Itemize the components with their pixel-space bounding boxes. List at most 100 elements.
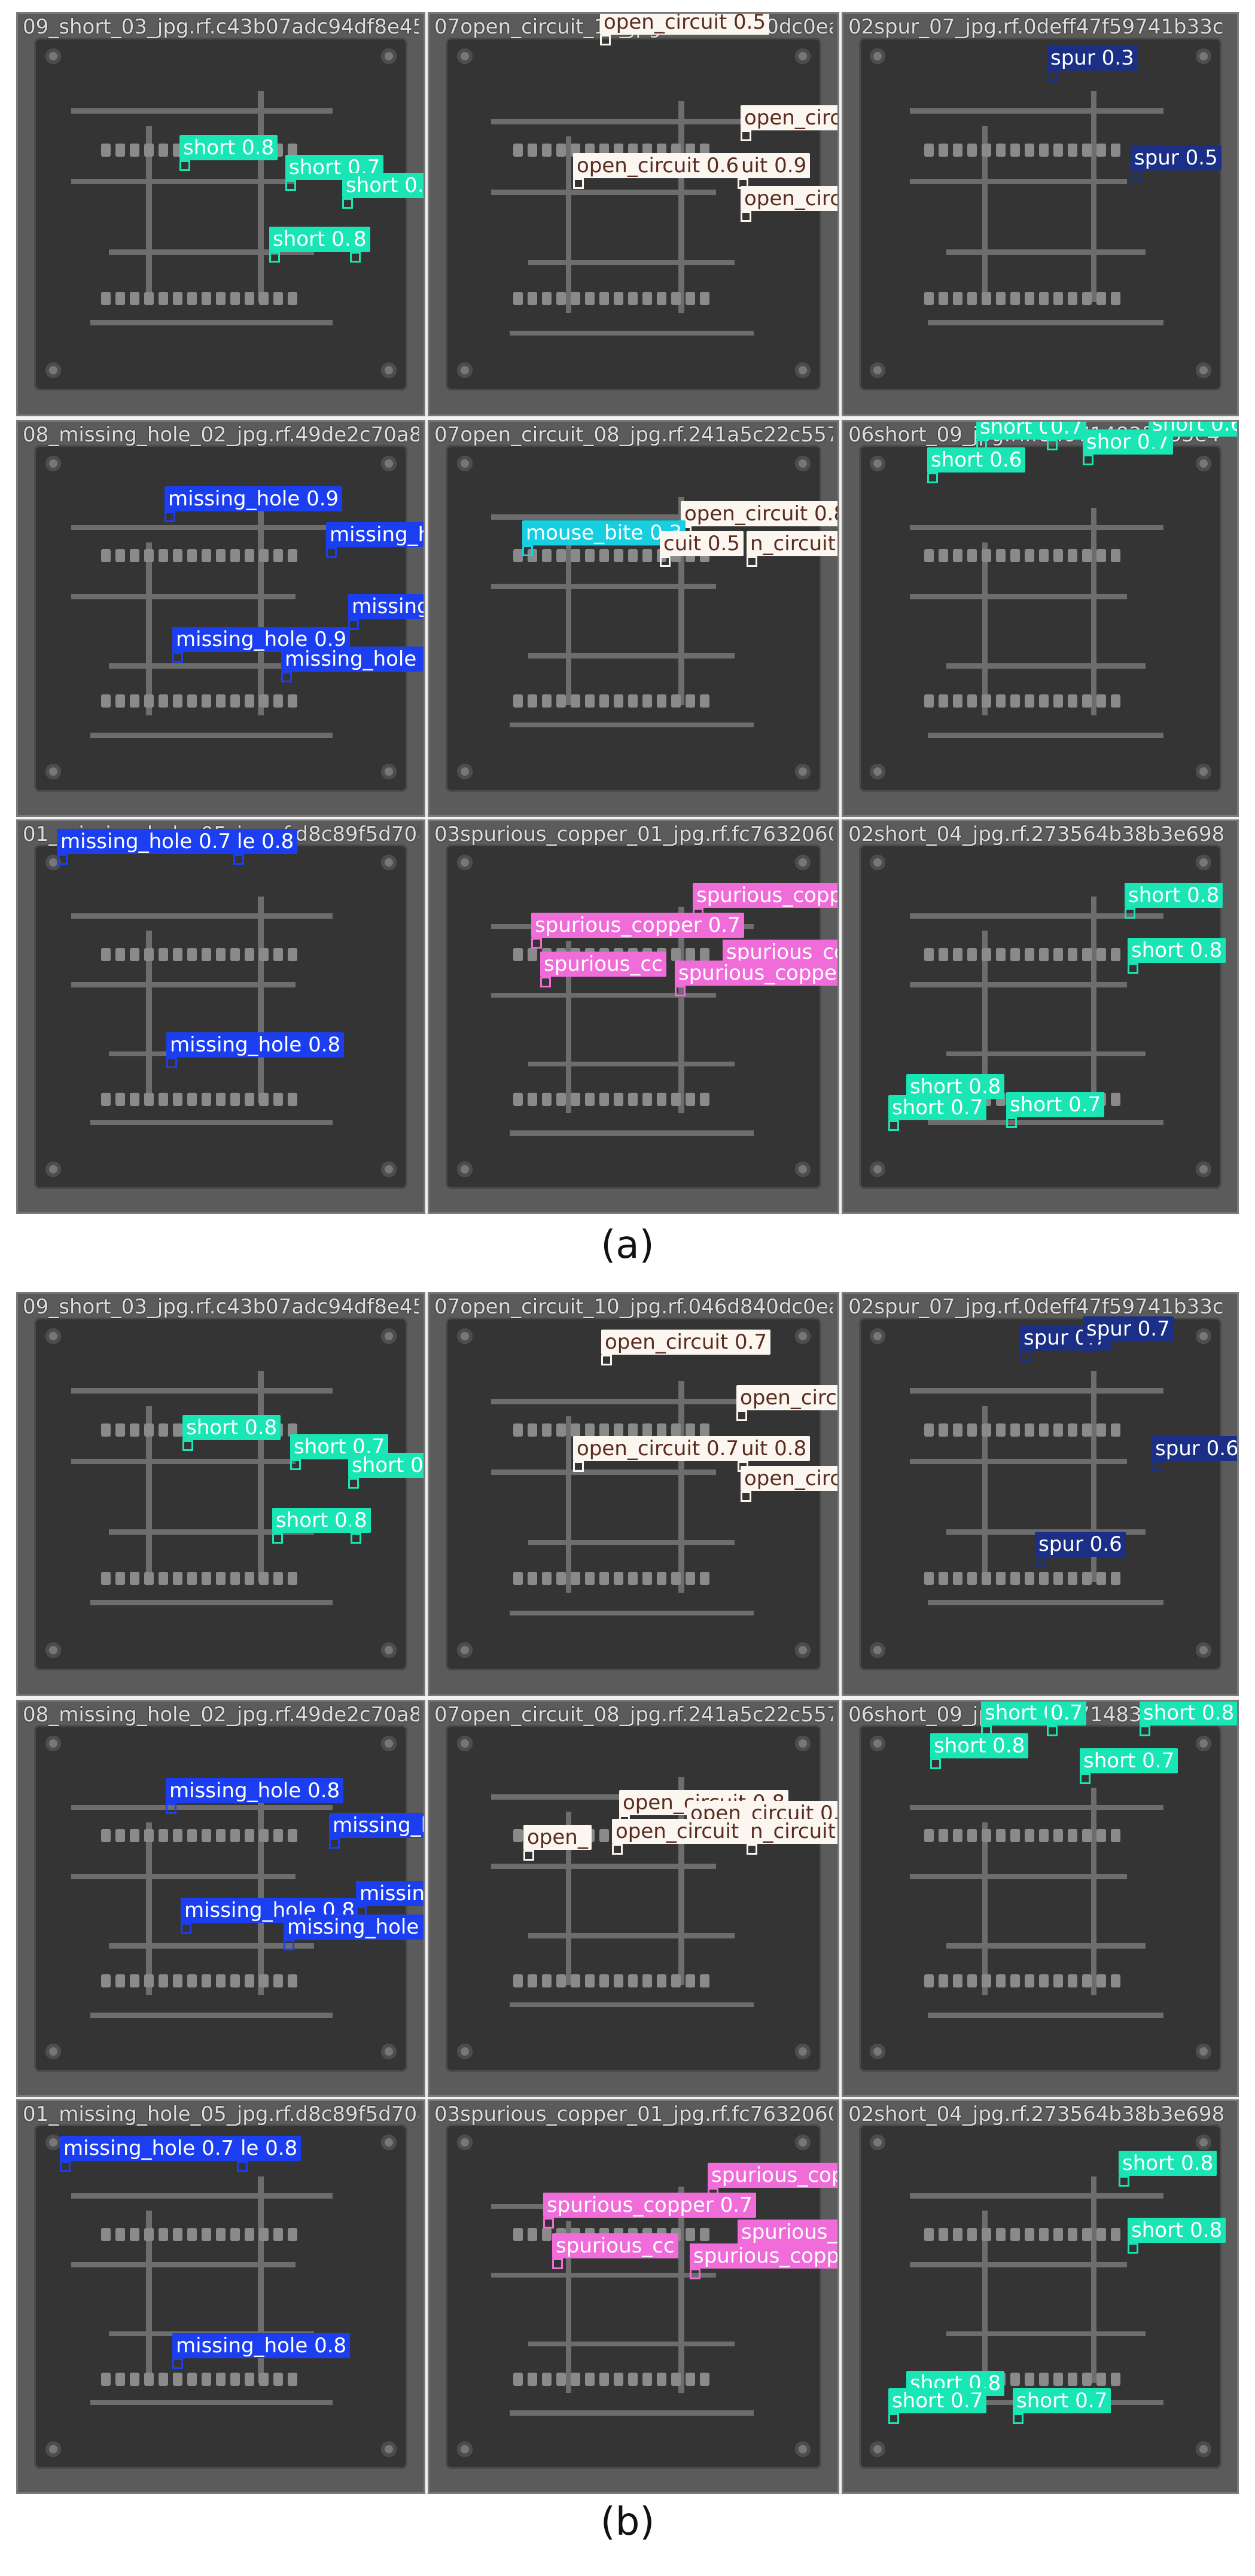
- detection-label-short: 0.7: [1047, 422, 1087, 440]
- bounding-box: [601, 1355, 612, 1365]
- ic-pin: [967, 694, 977, 708]
- ic-pin: [556, 694, 566, 708]
- ic-pin: [982, 1829, 992, 1843]
- ic-pin: [585, 1974, 595, 1988]
- ic-pin: [513, 2372, 523, 2386]
- ic-pin: [671, 694, 681, 708]
- pcb-trace: [146, 2211, 152, 2383]
- bounding-box: [1125, 908, 1135, 919]
- mounting-hole: [457, 1642, 473, 1658]
- ic-pin: [657, 694, 667, 708]
- ic-pin: [599, 291, 610, 305]
- ic-pin: [230, 1092, 240, 1106]
- mounting-hole: [381, 1642, 397, 1658]
- detection-label-missing-hole: missing_hole 0.8: [166, 1032, 345, 1057]
- ic-pin: [1053, 2227, 1064, 2241]
- ic-pin: [1025, 1829, 1035, 1843]
- detection-label-short: 8: [351, 1508, 371, 1533]
- ic-pin: [1010, 1423, 1021, 1437]
- pcb-board: [446, 1318, 821, 1670]
- mounting-hole: [457, 1161, 473, 1177]
- ic-pin: [187, 1974, 197, 1988]
- pcb-trace: [928, 2013, 1163, 2018]
- bounding-box: [281, 672, 292, 682]
- pcb-trace: [71, 594, 296, 600]
- detection-label-short: short 0.6: [927, 447, 1026, 472]
- bounding-box: [1047, 440, 1058, 450]
- ic-pin: [996, 947, 1006, 961]
- pcb-trace: [910, 913, 1163, 919]
- ic-pin: [1053, 947, 1064, 961]
- ic-pin: [159, 1974, 169, 1988]
- pcb-trace: [566, 2221, 572, 2394]
- pcb-trace: [946, 2331, 1146, 2337]
- mounting-hole: [457, 2044, 473, 2060]
- ic-pin: [1039, 2227, 1049, 2241]
- ic-pin: [1039, 694, 1049, 708]
- ic-pin: [528, 2227, 538, 2241]
- ic-pin: [1111, 1092, 1121, 1106]
- bounding-box: [1047, 1726, 1058, 1736]
- bounding-box: [736, 1410, 747, 1421]
- mounting-hole: [870, 2044, 886, 2060]
- pcb-trace: [71, 179, 296, 184]
- ic-pin: [671, 291, 681, 305]
- pcb-trace: [1090, 2176, 1096, 2383]
- mounting-hole: [45, 2441, 61, 2457]
- ic-pin: [628, 2372, 638, 2386]
- bounding-box: [166, 1803, 176, 1814]
- ic-pin: [115, 2227, 126, 2241]
- ic-pin: [288, 2372, 298, 2386]
- ic-pin: [202, 1571, 212, 1585]
- pcb-trace: [71, 108, 333, 114]
- ic-pin: [1010, 549, 1021, 563]
- pcb-trace: [108, 1529, 314, 1535]
- ic-pin: [1068, 2227, 1078, 2241]
- ic-pin: [159, 2227, 169, 2241]
- ic-pin: [130, 947, 140, 961]
- mounting-hole: [870, 1735, 886, 1751]
- ic-pin: [1111, 1571, 1121, 1585]
- pcb-trace: [528, 1539, 735, 1545]
- mounting-hole: [1196, 1642, 1212, 1658]
- ic-pin: [1068, 291, 1078, 305]
- mounting-hole: [794, 2441, 811, 2457]
- detection-label-open-circuit: open_circuit 0.8: [681, 501, 837, 526]
- ic-pin: [571, 549, 581, 563]
- tile-filename: 07open_circuit_10_jpg.rf.046d840dc0ea74: [434, 1295, 833, 1319]
- ic-pin: [1096, 144, 1107, 157]
- ic-pin: [614, 1092, 624, 1106]
- ic-pin: [599, 2372, 610, 2386]
- ic-pin: [1111, 549, 1121, 563]
- mounting-hole: [1196, 2135, 1212, 2151]
- detection-label-missing-hole: le 0.8: [237, 2136, 301, 2161]
- bounding-box: [543, 2218, 554, 2229]
- ic-pin: [288, 1571, 298, 1585]
- ic-pin: [542, 549, 552, 563]
- ic-pin: [585, 1571, 595, 1585]
- tile-grid-a: 09_short_03_jpg.rf.c43b07adc94df8e45e44s…: [16, 12, 1239, 1214]
- ic-pin: [259, 2372, 269, 2386]
- detection-label-open-circuit: open_circuit 0.5: [600, 14, 770, 35]
- ic-pin: [657, 1092, 667, 1106]
- ic-pin-row: [924, 1974, 1121, 1988]
- tile-filename: 02spur_07_jpg.rf.0deff47f59741b33c: [848, 1295, 1224, 1319]
- ic-pin: [101, 291, 111, 305]
- pcb-trace: [946, 249, 1146, 255]
- ic-pin-row: [513, 549, 710, 563]
- ic-pin: [513, 291, 523, 305]
- pcb-trace: [528, 653, 735, 659]
- ic-pin-row: [924, 1423, 1121, 1437]
- ic-pin: [288, 1974, 298, 1988]
- ic-pin: [939, 549, 949, 563]
- ic-pin: [614, 1974, 624, 1988]
- ic-pin-row: [101, 1974, 298, 1988]
- pcb-trace: [910, 525, 1163, 531]
- ic-pin: [996, 549, 1006, 563]
- bounding-box: [272, 1533, 283, 1544]
- bounding-box: [351, 1533, 361, 1544]
- ic-pin: [115, 694, 126, 708]
